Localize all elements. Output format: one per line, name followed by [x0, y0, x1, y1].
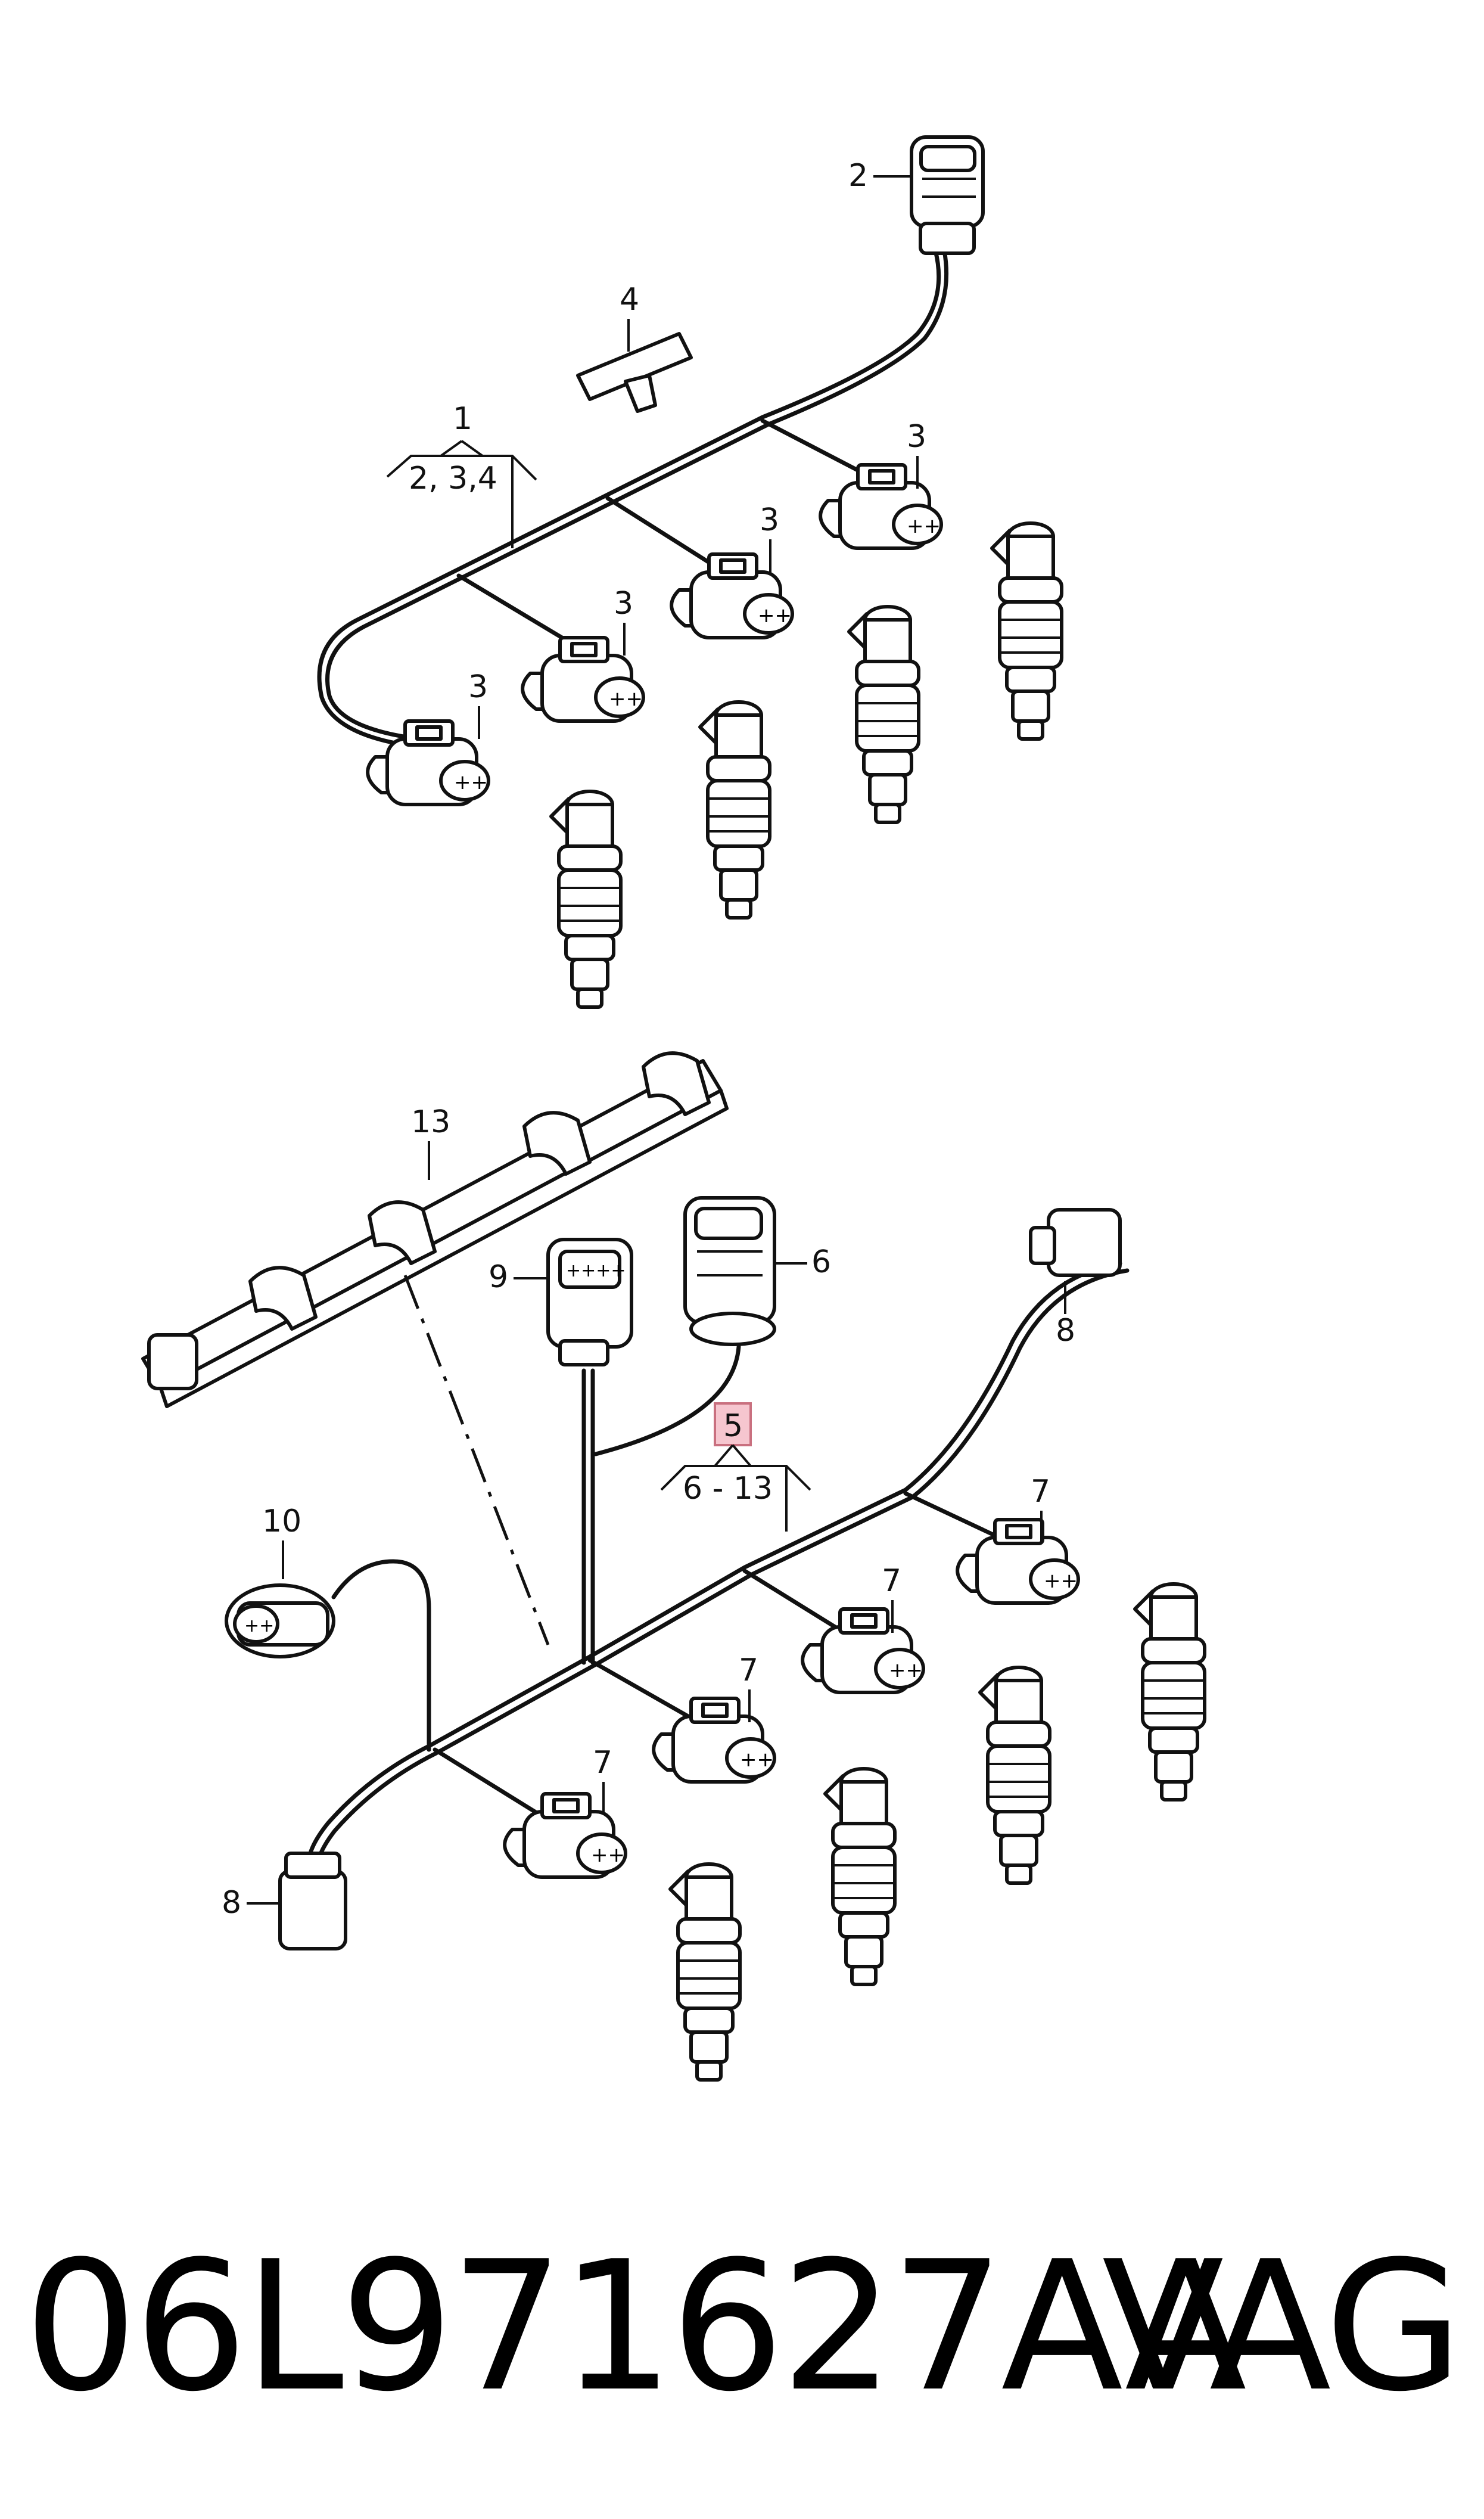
part-number-footer: 06L971627AA VAG: [24, 2229, 1466, 2425]
connector-9: ++++: [546, 1238, 633, 1366]
callout-3: 3: [760, 502, 779, 538]
connector-2: [910, 135, 985, 255]
callout-8: 8: [1056, 1313, 1075, 1349]
injector-icon: [670, 1864, 740, 2080]
callout-7: 7: [593, 1745, 612, 1781]
injector-icon: [849, 607, 919, 822]
connector-8-top: [1029, 1208, 1122, 1277]
callout-8: 8: [222, 1885, 241, 1921]
callout-7: 7: [1031, 1474, 1050, 1509]
injector-icon: [825, 1769, 895, 1984]
callout-1: 1: [453, 401, 472, 437]
svg-text:++++: ++++: [566, 1260, 626, 1281]
callout-6: 6: [811, 1244, 831, 1280]
injector-icon: [980, 1667, 1050, 1883]
callout-5-range: 6 - 13: [683, 1471, 773, 1507]
injector-icon: [1135, 1584, 1205, 1800]
callout-7: 7: [882, 1563, 901, 1599]
callout-13: 13: [411, 1104, 450, 1140]
part-number: 06L971627AA: [24, 2223, 1247, 2431]
upper-callouts: 2 4 1 2, 3,4 3 3 3 3: [386, 158, 926, 739]
callout-3: 3: [614, 586, 633, 622]
callout-5: 5: [723, 1408, 743, 1444]
callout-7: 7: [739, 1653, 758, 1688]
callout-4: 4: [620, 282, 639, 318]
connector-3-a: [820, 465, 941, 548]
connector-6: [683, 1196, 776, 1346]
clip-4: [576, 332, 693, 413]
upper-harness-assembly: [317, 135, 1062, 1007]
lower-callouts: 13 9 6 8 5 6 - 13 7 7 7 7 10 8: [222, 1104, 1075, 1921]
callout-2: 2: [848, 158, 868, 194]
callout-3: 3: [468, 669, 488, 705]
lower-harness-assembly: ++++ ++: [141, 1051, 1205, 2080]
callout-9: 9: [489, 1259, 508, 1295]
connector-7-b: [802, 1609, 923, 1692]
callout-10: 10: [262, 1504, 301, 1539]
rail-clip-13: [141, 1051, 729, 1408]
connector-7-a: [957, 1520, 1078, 1603]
connector-7-c: [654, 1698, 774, 1782]
injector-icon: [700, 702, 770, 918]
svg-text:++: ++: [244, 1616, 274, 1636]
brand-label: VAG: [1102, 2223, 1463, 2431]
injector-icon: [992, 523, 1062, 739]
sensor-10: ++: [225, 1583, 335, 1658]
connector-3-b: [671, 554, 792, 638]
injector-icon: [551, 791, 621, 1007]
wiring-harness-diagram: ++: [141, 135, 1484, 2193]
callout-3: 3: [907, 419, 926, 455]
connector-8-bottom: [278, 1852, 347, 1950]
callout-1-range: 2, 3,4: [409, 461, 497, 496]
